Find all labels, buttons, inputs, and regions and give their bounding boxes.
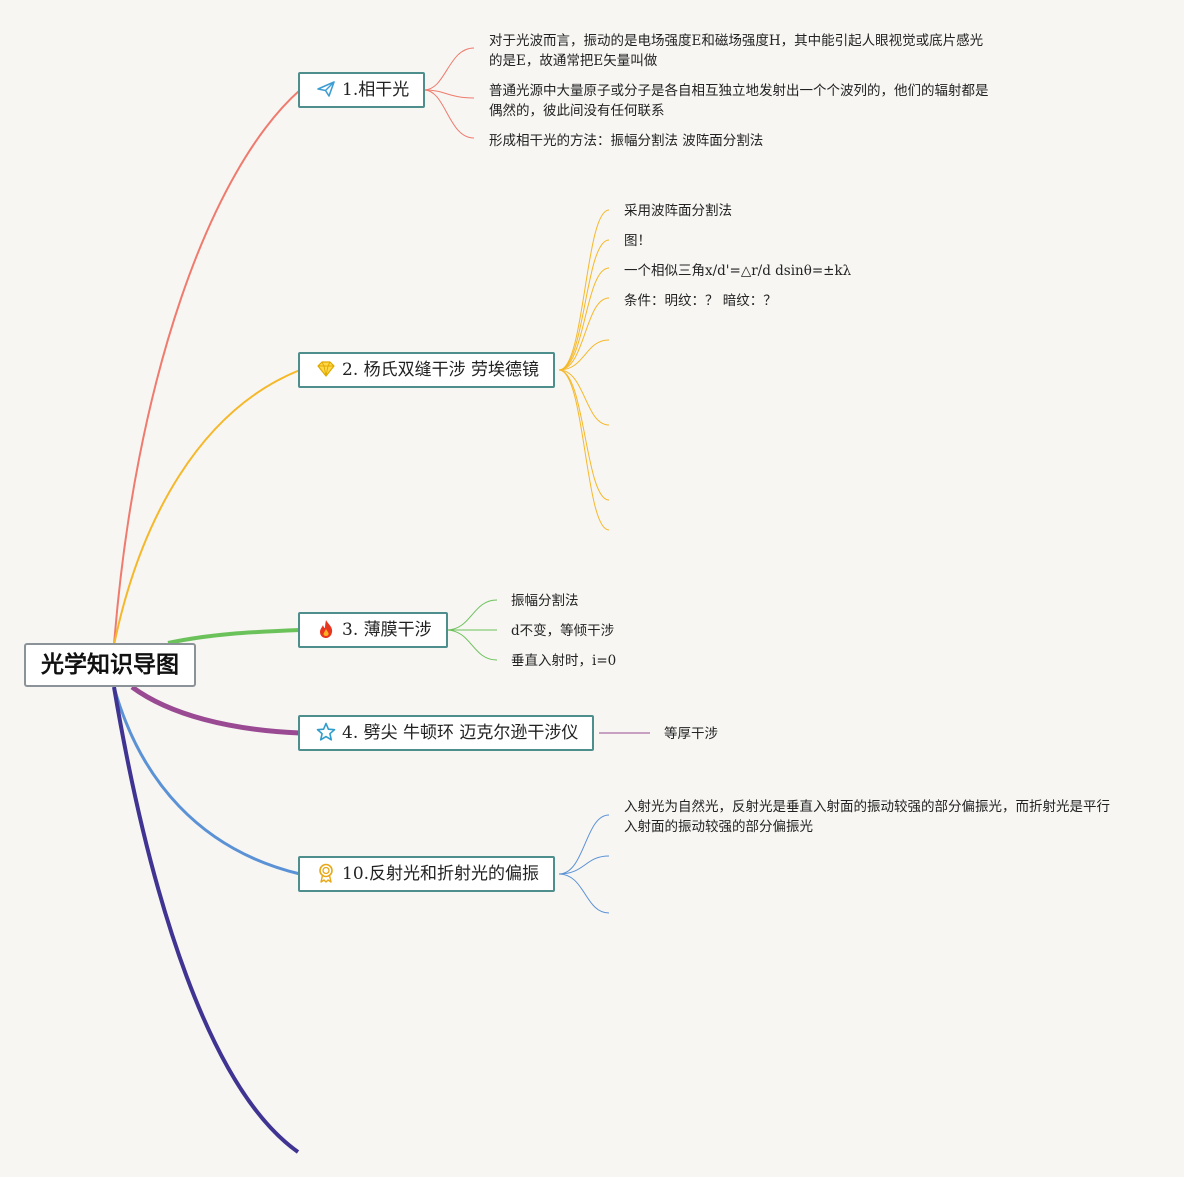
branch-line-5 — [112, 686, 301, 876]
topic-2-node[interactable]: 2. 杨氏双缝干涉 劳埃德镜 — [298, 352, 556, 388]
topic-5-connectors — [558, 814, 610, 914]
diamond-icon — [316, 359, 336, 379]
root-topic[interactable]: 光学知识导图 — [24, 643, 196, 687]
topic-1-leaf-2[interactable]: 普通光源中大量原子或分子是各自相互独立地发射出一个个波列的，他们的辐射都是偶然的… — [489, 83, 989, 119]
topic-2-leaf-3[interactable]: 一个相似三角x/d'=△r/d dsinθ=±kλ — [624, 263, 852, 279]
topic-3-connectors — [445, 599, 498, 661]
topic-5-leaf-1[interactable]: 入射光为自然光，反射光是垂直入射面的振动较强的部分偏振光，而折射光是平行入射面的… — [624, 799, 1110, 835]
branch-line-1 — [113, 89, 301, 646]
topic-3-leaf-1[interactable]: 振幅分割法 — [511, 593, 579, 609]
topic-5-label: 10.反射光和折射光的偏振 — [342, 864, 540, 884]
topic-1-label: 1.相干光 — [342, 80, 410, 100]
topic-2-leaf-1[interactable]: 采用波阵面分割法 — [624, 203, 732, 219]
branch-line-3 — [167, 628, 301, 645]
topic-2-leaf-4[interactable]: 条件：明纹：？ 暗纹：？ — [624, 293, 777, 309]
topic-5-node[interactable]: 10.反射光和折射光的偏振 — [298, 856, 556, 892]
branch-line-2 — [113, 369, 301, 646]
medal-icon — [316, 863, 336, 883]
topic-1-node[interactable]: 1.相干光 — [298, 72, 426, 108]
topic-1-connectors — [423, 47, 475, 139]
topic-3-leaf-2[interactable]: d不变，等倾干涉 — [511, 623, 615, 639]
topic-3-label: 3. 薄膜干涉 — [342, 620, 432, 640]
topic-4-label: 4. 劈尖 牛顿环 迈克尔逊干涉仪 — [342, 723, 579, 743]
paper-plane-icon — [316, 79, 336, 99]
topic-4-node[interactable]: 4. 劈尖 牛顿环 迈克尔逊干涉仪 — [298, 715, 595, 751]
topic-4-leaf-1[interactable]: 等厚干涉 — [664, 726, 718, 742]
branch-line-6 — [112, 686, 300, 1154]
topic-2-leaf-2[interactable]: 图！ — [624, 233, 651, 249]
topic-2-connectors — [558, 209, 610, 531]
star-icon — [316, 722, 336, 742]
topic-2-label: 2. 杨氏双缝干涉 劳埃德镜 — [342, 360, 540, 380]
topic-1-leaf-3[interactable]: 形成相干光的方法：振幅分割法 波阵面分割法 — [489, 133, 764, 149]
branch-line-4 — [130, 684, 301, 736]
topic-1-leaf-1[interactable]: 对于光波而言，振动的是电场强度E和磁场强度H，其中能引起人眼视觉或底片感光的是E… — [489, 33, 984, 69]
topic-3-node[interactable]: 3. 薄膜干涉 — [298, 612, 448, 648]
topic-3-leaf-3[interactable]: 垂直入射时，i=0 — [511, 653, 617, 669]
flame-icon — [316, 619, 336, 639]
